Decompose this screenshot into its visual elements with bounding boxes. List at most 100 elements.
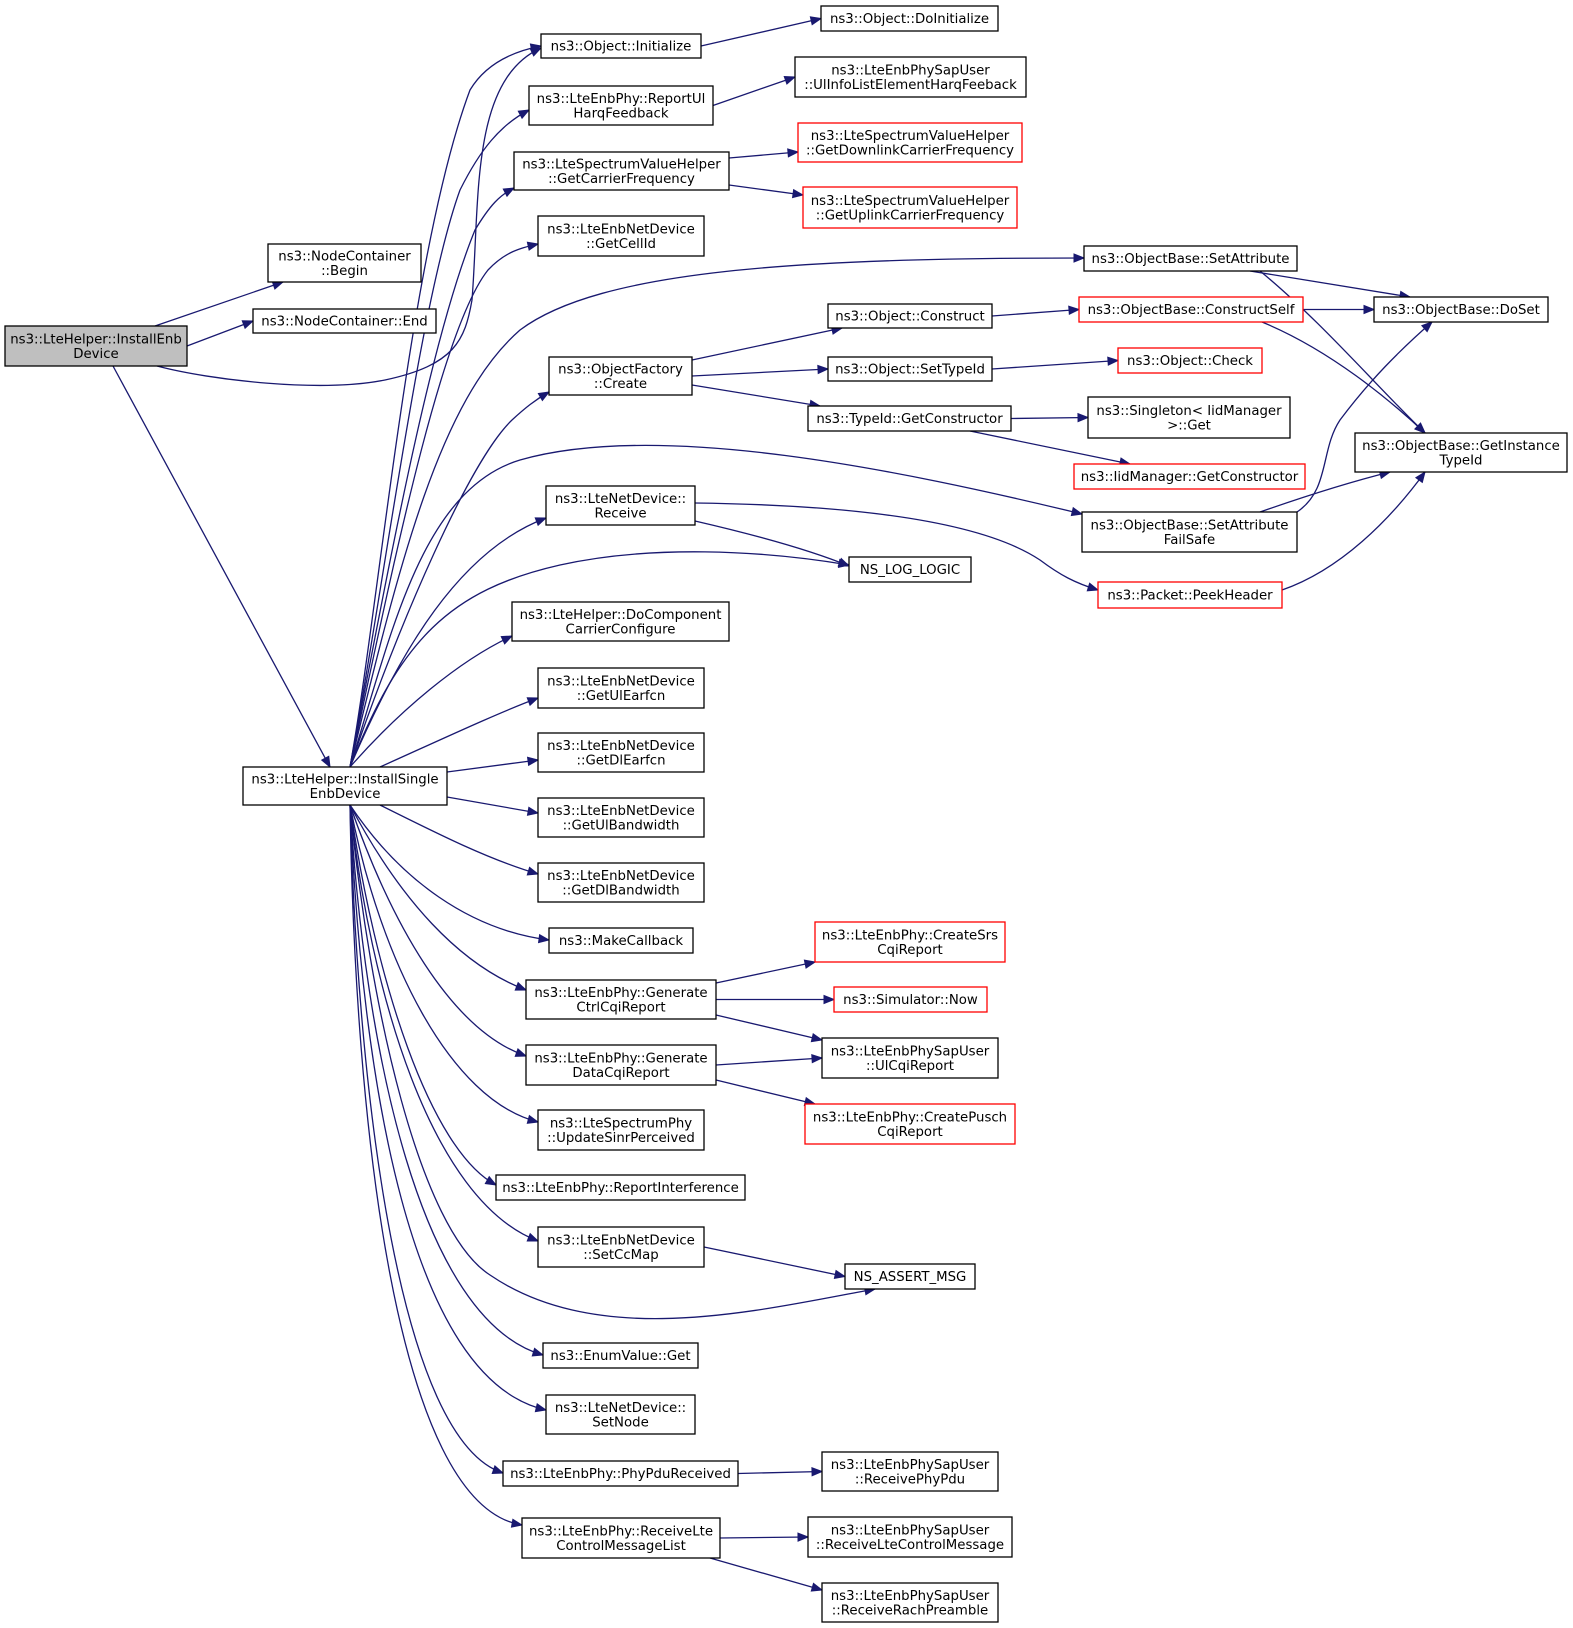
node-recv-rach[interactable]: ns3::LteEnbPhySapUser::ReceiveRachPreamb…	[821, 1582, 999, 1623]
node-do-cc-config[interactable]: ns3::LteHelper::DoComponentCarrierConfig…	[511, 601, 730, 642]
node-get-dl-earfcn[interactable]: ns3::LteEnbNetDevice::GetDlEarfcn	[537, 732, 705, 773]
node-enum-get[interactable]: ns3::EnumValue::Get	[542, 1342, 699, 1369]
node-label-line: ns3::LteEnbPhySapUser	[831, 1458, 990, 1473]
node-box	[797, 122, 1023, 163]
node-nc-begin[interactable]: ns3::NodeContainer::Begin	[267, 243, 422, 283]
node-box	[537, 667, 705, 709]
node-obj-init[interactable]: ns3::Object::Initialize	[540, 33, 702, 59]
node-receive-phy-pdu[interactable]: ns3::LteEnbPhySapUser::ReceivePhyPdu	[821, 1451, 999, 1492]
node-lnd-set-node[interactable]: ns3::LteNetDevice::SetNode	[545, 1394, 696, 1435]
node-recv-lte-ctrl-msg[interactable]: ns3::LteEnbPhySapUser::ReceiveLteControl…	[807, 1516, 1013, 1558]
edge-line	[349, 444, 1083, 768]
node-label-line: ns3::NodeContainer	[278, 249, 411, 264]
node-box	[1373, 296, 1549, 323]
node-label-line: NS_ASSERT_MSG	[854, 1270, 967, 1285]
node-obj-check[interactable]: ns3::Object::Check	[1117, 347, 1263, 374]
arrowhead-icon	[791, 188, 805, 199]
node-get-ul-bw[interactable]: ns3::LteEnbNetDevice::GetUlBandwidth	[537, 797, 705, 838]
node-get-carrier-freq[interactable]: ns3::LteSpectrumValueHelper::GetCarrierF…	[513, 151, 730, 191]
node-box	[833, 986, 988, 1013]
edge-line	[156, 47, 542, 386]
edge-install_single-to-set_cc_map	[349, 804, 540, 1242]
node-of-create[interactable]: ns3::ObjectFactory::Create	[548, 356, 693, 396]
edge-line	[186, 320, 254, 347]
node-update-sinr[interactable]: ns3::LteSpectrumPhy::UpdateSinrPerceived	[537, 1109, 705, 1151]
edge-install_single-to-get_cellid	[349, 241, 540, 768]
edge-of_create-to-obj_construct	[691, 325, 844, 361]
node-sim-now[interactable]: ns3::Simulator::Now	[833, 986, 988, 1013]
node-box	[1078, 296, 1304, 323]
node-label-line: CtrlCqiReport	[576, 1000, 665, 1015]
node-ns-log-logic[interactable]: NS_LOG_LOGIC	[848, 556, 972, 583]
edge-line	[349, 391, 550, 768]
node-get-dl-carrier[interactable]: ns3::LteSpectrumValueHelper::GetDownlink…	[797, 122, 1023, 163]
edge-of_create-to-get_constructor	[691, 384, 822, 409]
node-obj-doinit[interactable]: ns3::Object::DoInitialize	[820, 5, 999, 32]
arrowhead-icon	[517, 109, 531, 120]
arrowhead-icon	[537, 391, 551, 402]
node-get-constructor[interactable]: ns3::TypeId::GetConstructor	[807, 405, 1012, 432]
edge-line	[691, 384, 821, 407]
edge-set_cc_map-to-ns_assert_msg	[703, 1246, 847, 1279]
arrowhead-icon	[526, 806, 540, 816]
node-report-interference[interactable]: ns3::LteEnbPhy::ReportInterference	[495, 1174, 746, 1201]
node-label-line: ::GetDlEarfcn	[576, 753, 665, 768]
node-box	[545, 485, 696, 526]
node-label-line: ns3::EnumValue::Get	[550, 1349, 690, 1364]
node-label-line: ns3::Object::Construct	[835, 310, 984, 325]
node-set-attribute[interactable]: ns3::ObjectBase::SetAttribute	[1083, 245, 1298, 272]
node-label-line: ns3::LteEnbPhy::Generate	[534, 1051, 707, 1066]
node-phy-pdu-received[interactable]: ns3::LteEnbPhy::PhyPduReceived	[502, 1460, 739, 1487]
edge-line	[112, 365, 331, 768]
node-get-dl-bw[interactable]: ns3::LteEnbNetDevice::GetDlBandwidth	[537, 862, 705, 903]
node-box	[1083, 245, 1298, 272]
node-construct-self[interactable]: ns3::ObjectBase::ConstructSelf	[1078, 296, 1304, 323]
node-label-line: CarrierConfigure	[566, 622, 676, 637]
node-lnd-receive[interactable]: ns3::LteNetDevice::Receive	[545, 485, 696, 526]
node-label-line: ::ReceiveLteControlMessage	[816, 1538, 1004, 1553]
arrowhead-icon	[811, 1053, 824, 1064]
node-iid-get-constructor[interactable]: ns3::IidManager::GetConstructor	[1073, 463, 1306, 490]
node-box	[827, 303, 993, 329]
node-box	[537, 1109, 705, 1151]
node-ns-assert-msg[interactable]: NS_ASSERT_MSG	[844, 1263, 976, 1290]
node-peek-header[interactable]: ns3::Packet::PeekHeader	[1097, 581, 1283, 609]
node-ul-cqi-report[interactable]: ns3::LteEnbPhySapUser::UlCqiReport	[821, 1037, 999, 1079]
node-label-line: HarqFeedback	[573, 106, 668, 121]
node-recv-ctrl-msg-list[interactable]: ns3::LteEnbPhy::ReceiveLteControlMessage…	[521, 1517, 721, 1559]
node-make-callback[interactable]: ns3::MakeCallback	[548, 927, 694, 954]
node-label-line: ns3::MakeCallback	[559, 934, 684, 949]
arrowhead-icon	[1107, 356, 1120, 366]
node-box	[1087, 396, 1291, 439]
edge-install_single-to-set_attribute	[349, 253, 1086, 768]
node-get-ul-earfcn[interactable]: ns3::LteEnbNetDevice::GetUlEarfcn	[537, 667, 705, 709]
node-nc-end[interactable]: ns3::NodeContainer::End	[252, 308, 437, 334]
arrowhead-icon	[1414, 422, 1426, 434]
node-obj-construct[interactable]: ns3::Object::Construct	[827, 303, 993, 329]
arrowhead-icon	[1086, 582, 1100, 592]
edge-line	[715, 1014, 823, 1041]
node-get-cellid[interactable]: ns3::LteEnbNetDevice::GetCellId	[537, 215, 705, 257]
node-set-typeid[interactable]: ns3::Object::SetTypeId	[827, 356, 993, 382]
arrowhead-icon	[531, 1347, 545, 1357]
node-label-line: ::GetUplinkCarrierFrequency	[816, 208, 1005, 223]
node-doset[interactable]: ns3::ObjectBase::DoSet	[1373, 296, 1549, 323]
edge-gen_ctrl_cqi-to-ul_cqi_report	[715, 1014, 824, 1043]
node-box	[525, 979, 717, 1020]
arrowhead-icon	[837, 557, 851, 567]
node-get-ul-carrier[interactable]: ns3::LteSpectrumValueHelper::GetUplinkCa…	[802, 186, 1018, 229]
edge-line	[1259, 270, 1426, 434]
node-ulinfo-harq[interactable]: ns3::LteEnbPhySapUser::UlInfoListElement…	[794, 56, 1027, 98]
node-set-cc-map[interactable]: ns3::LteEnbNetDevice::SetCcMap	[537, 1226, 705, 1268]
node-singleton-get[interactable]: ns3::Singleton< IidManager>::Get	[1087, 396, 1291, 439]
edge-install_single-to-gen_ctrl_cqi	[349, 804, 528, 991]
